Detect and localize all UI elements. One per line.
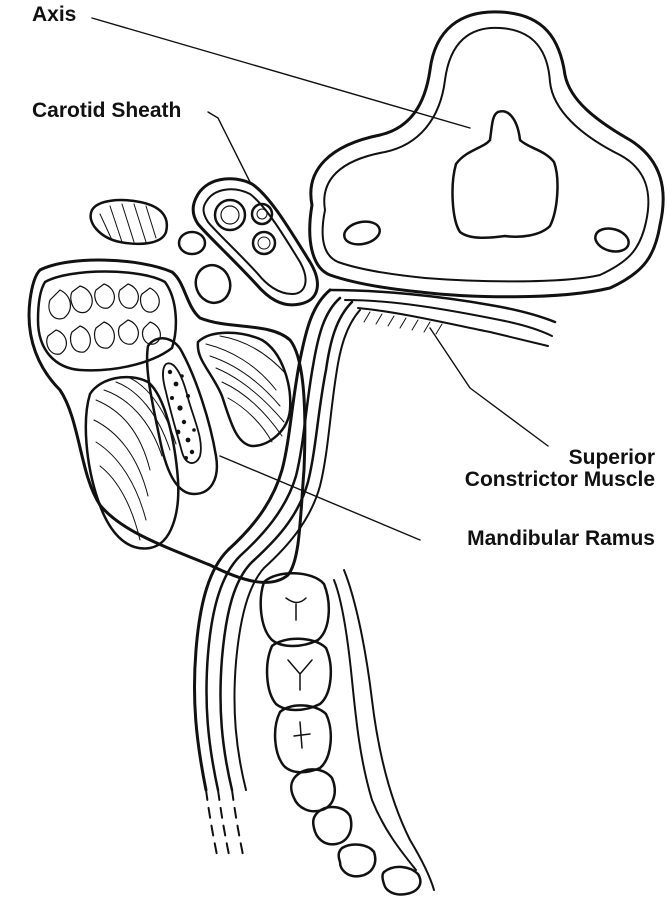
axis-inner-outline <box>323 28 649 282</box>
vagus-nerve <box>253 232 275 254</box>
molar-3-fissure <box>294 722 310 748</box>
superior-constrictor-middle <box>345 300 552 336</box>
carotid-sheath-label: Carotid Sheath <box>32 100 181 122</box>
parotid-gland <box>38 272 176 371</box>
teeth <box>261 573 421 894</box>
molar-2 <box>267 639 331 710</box>
canine <box>339 845 376 877</box>
pharyngeal-wall <box>194 290 555 860</box>
axis-vertebra <box>310 12 663 297</box>
superior-constrictor-inner <box>358 308 548 346</box>
mandibular-ramus <box>147 338 217 494</box>
vagus-nerve-lumen <box>258 237 270 249</box>
incisor <box>383 867 421 895</box>
pharyngeal-wall-line-2 <box>206 298 340 790</box>
superior-constrictor-leader-line <box>430 328 548 446</box>
small-node-2 <box>191 260 236 307</box>
cheek-outline <box>334 570 434 890</box>
upper-oval-hatching <box>100 204 156 242</box>
carotid-artery-lumen <box>221 206 239 224</box>
axis-outer-outline <box>310 12 663 297</box>
molar-1-fissure <box>286 598 306 620</box>
molar-2-fissure <box>288 660 312 690</box>
small-structures <box>91 200 236 308</box>
carotid-artery <box>215 200 245 230</box>
axis-label: Axis <box>32 4 76 26</box>
superior-constrictor-label-line1: Superior <box>465 447 655 469</box>
carotid-leader-line <box>208 112 250 182</box>
mandibular-ramus-label: Mandibular Ramus <box>467 528 655 550</box>
carotid-sheath <box>193 179 317 305</box>
superior-constrictor-label: Superior Constrictor Muscle <box>465 447 655 491</box>
molar-1 <box>261 573 329 646</box>
parotid-lobules <box>47 284 161 354</box>
jugular-vein-upper-lumen <box>257 209 267 219</box>
superior-constrictor-label-line2: Constrictor Muscle <box>465 469 655 491</box>
small-node-1 <box>179 232 205 254</box>
premolar-2 <box>313 807 351 844</box>
pharyngeal-wall-line-1 <box>194 290 330 790</box>
molar-3 <box>275 705 331 772</box>
pharyngeal-wall-dashes <box>206 790 244 860</box>
premolar-1 <box>291 769 335 811</box>
foramen-left <box>342 218 382 247</box>
spinal-canal <box>453 111 558 237</box>
foramen-right <box>593 225 632 255</box>
masseter-muscle <box>86 377 178 548</box>
